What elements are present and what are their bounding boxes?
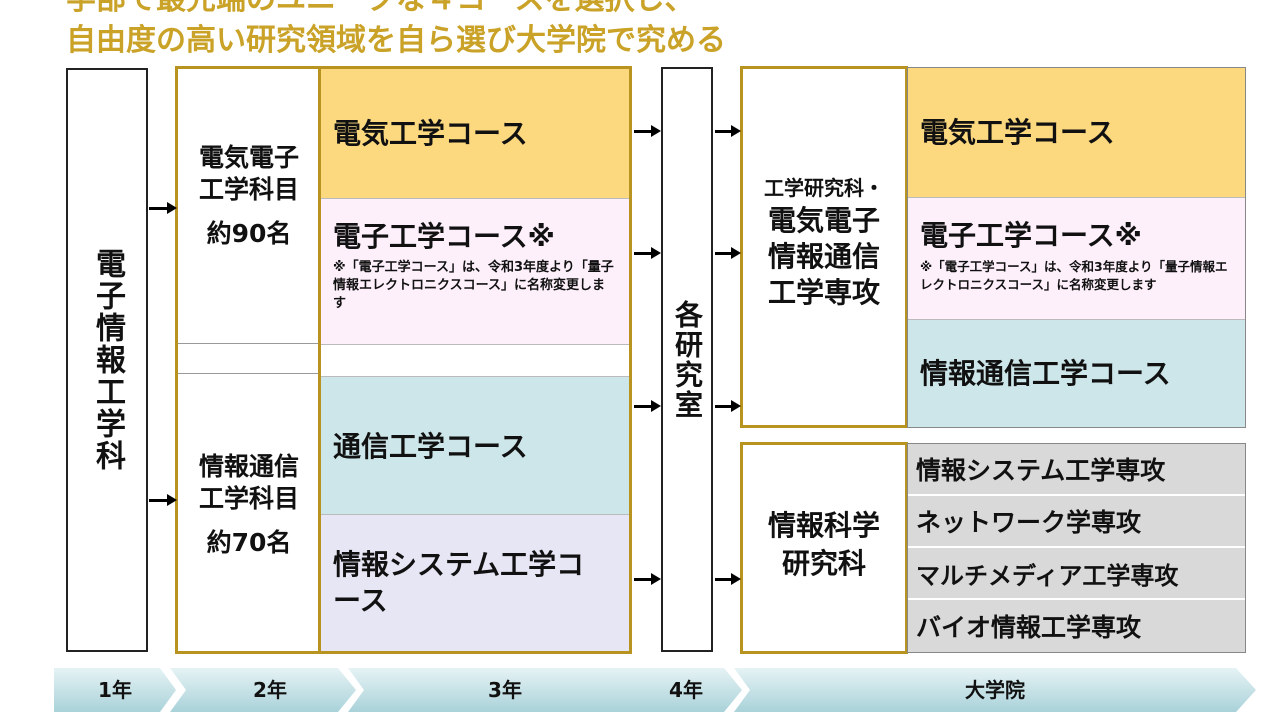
timeline-year3: 3年: [488, 678, 522, 702]
course-electronic: 電子工学コース※ ※「電子工学コース」は、令和3年度より「量子情報エレクトロニク…: [321, 199, 629, 345]
grad-eng-line3: 情報通信: [767, 240, 880, 273]
subject-electric-name2: 工学科目: [198, 175, 299, 204]
grad-course-electronic-title: 電子工学コース※: [920, 219, 1142, 252]
timeline-year2-shape: [170, 668, 356, 712]
subject-info: 情報通信 工学科目 約70名: [178, 451, 320, 559]
timeline-year1-shape: [54, 668, 176, 712]
grad-eng-courses: 電気工学コース 電子工学コース※ ※「電子工学コース」は、令和3年度より「量子情…: [907, 67, 1246, 428]
courses-frame: 電気工学コース 電子工学コース※ ※「電子工学コース」は、令和3年度より「量子情…: [318, 66, 632, 654]
department-name: 電子情報工学科: [90, 248, 125, 472]
arrow-labs-to-grad3: [715, 400, 741, 412]
timeline: [54, 668, 1256, 712]
course-electronic-title: 電子工学コース※: [333, 220, 555, 253]
arrow-course1-to-labs: [634, 125, 661, 137]
grad-eng-label: 工学研究科・ 電気電子 情報通信 工学専攻: [743, 173, 905, 311]
timeline-year4: 4年: [669, 678, 703, 702]
grad-info-line2: 研究科: [781, 547, 866, 580]
timeline-grad: 大学院: [965, 678, 1025, 702]
arrow-labs-to-grad2: [715, 247, 741, 259]
grad-eng-line2: 電気電子: [767, 204, 880, 237]
grad-info-majors: 情報システム工学専攻 ネットワーク学専攻 マルチメディア工学専攻 バイオ情報工学…: [907, 443, 1246, 653]
grad-course-infocomm: 情報通信工学コース: [908, 320, 1245, 427]
subjects-frame: [175, 66, 323, 654]
subject-info-quota: 約70名: [206, 528, 292, 557]
arrow-dept-to-info: [149, 494, 177, 506]
arrow-labs-to-grad4: [715, 573, 741, 585]
course-electronic-note: ※「電子工学コース」は、令和3年度より「量子情報エレクトロニクスコース」に名称変…: [333, 260, 614, 311]
arrow-course2-to-labs: [634, 247, 661, 259]
major-bioinfo: バイオ情報工学専攻: [908, 600, 1245, 652]
grad-info-frame: 情報科学 研究科: [740, 442, 908, 654]
grad-course-electronic-note: ※「電子工学コース」は、令和3年度より「量子情報エレクトロニクスコース」に名称変…: [920, 259, 1228, 292]
subjects-divider-top: [178, 343, 320, 344]
subject-electric: 電気電子 工学科目 約90名: [178, 142, 320, 250]
timeline-year3-shape: [348, 668, 650, 712]
subject-info-name2: 工学科目: [198, 484, 299, 513]
subject-info-name1: 情報通信: [198, 452, 299, 481]
course-infosys-title: 情報システム工学コース: [333, 548, 585, 617]
course-electric: 電気工学コース: [321, 69, 629, 199]
department-box: 電子情報工学科: [66, 68, 148, 652]
timeline-year2: 2年: [253, 678, 287, 702]
labs-box: 各研究室: [661, 67, 713, 652]
grad-info-label: 情報科学 研究科: [743, 507, 905, 583]
course-infosys: 情報システム工学コース: [321, 515, 629, 651]
timeline-year1: 1年: [98, 678, 132, 702]
grad-course-electric: 電気工学コース: [908, 68, 1245, 198]
course-comm: 通信工学コース: [321, 377, 629, 515]
grad-eng-line4: 工学専攻: [767, 276, 880, 309]
timeline-year4-shape: [624, 668, 742, 712]
subject-electric-quota: 約90名: [206, 219, 292, 248]
heading-line2: 自由度の高い研究領域を自ら選び大学院で究める: [66, 23, 726, 58]
major-multimedia: マルチメディア工学専攻: [908, 548, 1245, 600]
grad-eng-line1: 工学研究科・: [764, 176, 884, 200]
course-comm-title: 通信工学コース: [333, 430, 528, 463]
labs-label: 各研究室: [671, 299, 704, 420]
arrow-dept-to-electric: [149, 202, 177, 214]
grad-course-electronic: 電子工学コース※ ※「電子工学コース」は、令和3年度より「量子情報エレクトロニク…: [908, 198, 1245, 320]
major-network: ネットワーク学専攻: [908, 496, 1245, 548]
grad-course-electric-title: 電気工学コース: [920, 115, 1115, 149]
arrow-course4-to-labs: [634, 573, 661, 585]
heading-line1: 学部で最先端のユニークな４コースを選択し、: [66, 0, 695, 18]
grad-eng-frame: 工学研究科・ 電気電子 情報通信 工学専攻: [740, 66, 908, 428]
subjects-divider-bottom: [178, 373, 320, 374]
grad-info-line1: 情報科学: [767, 509, 880, 542]
subject-electric-name1: 電気電子: [198, 143, 299, 172]
grad-course-infocomm-title: 情報通信工学コース: [920, 356, 1171, 390]
major-infosys: 情報システム工学専攻: [908, 444, 1245, 496]
arrow-course3-to-labs: [634, 400, 661, 412]
course-electric-title: 電気工学コース: [333, 116, 528, 150]
courses-gap: [321, 345, 629, 377]
timeline-grad-shape: [734, 668, 1256, 712]
arrow-labs-to-grad1: [715, 125, 741, 137]
